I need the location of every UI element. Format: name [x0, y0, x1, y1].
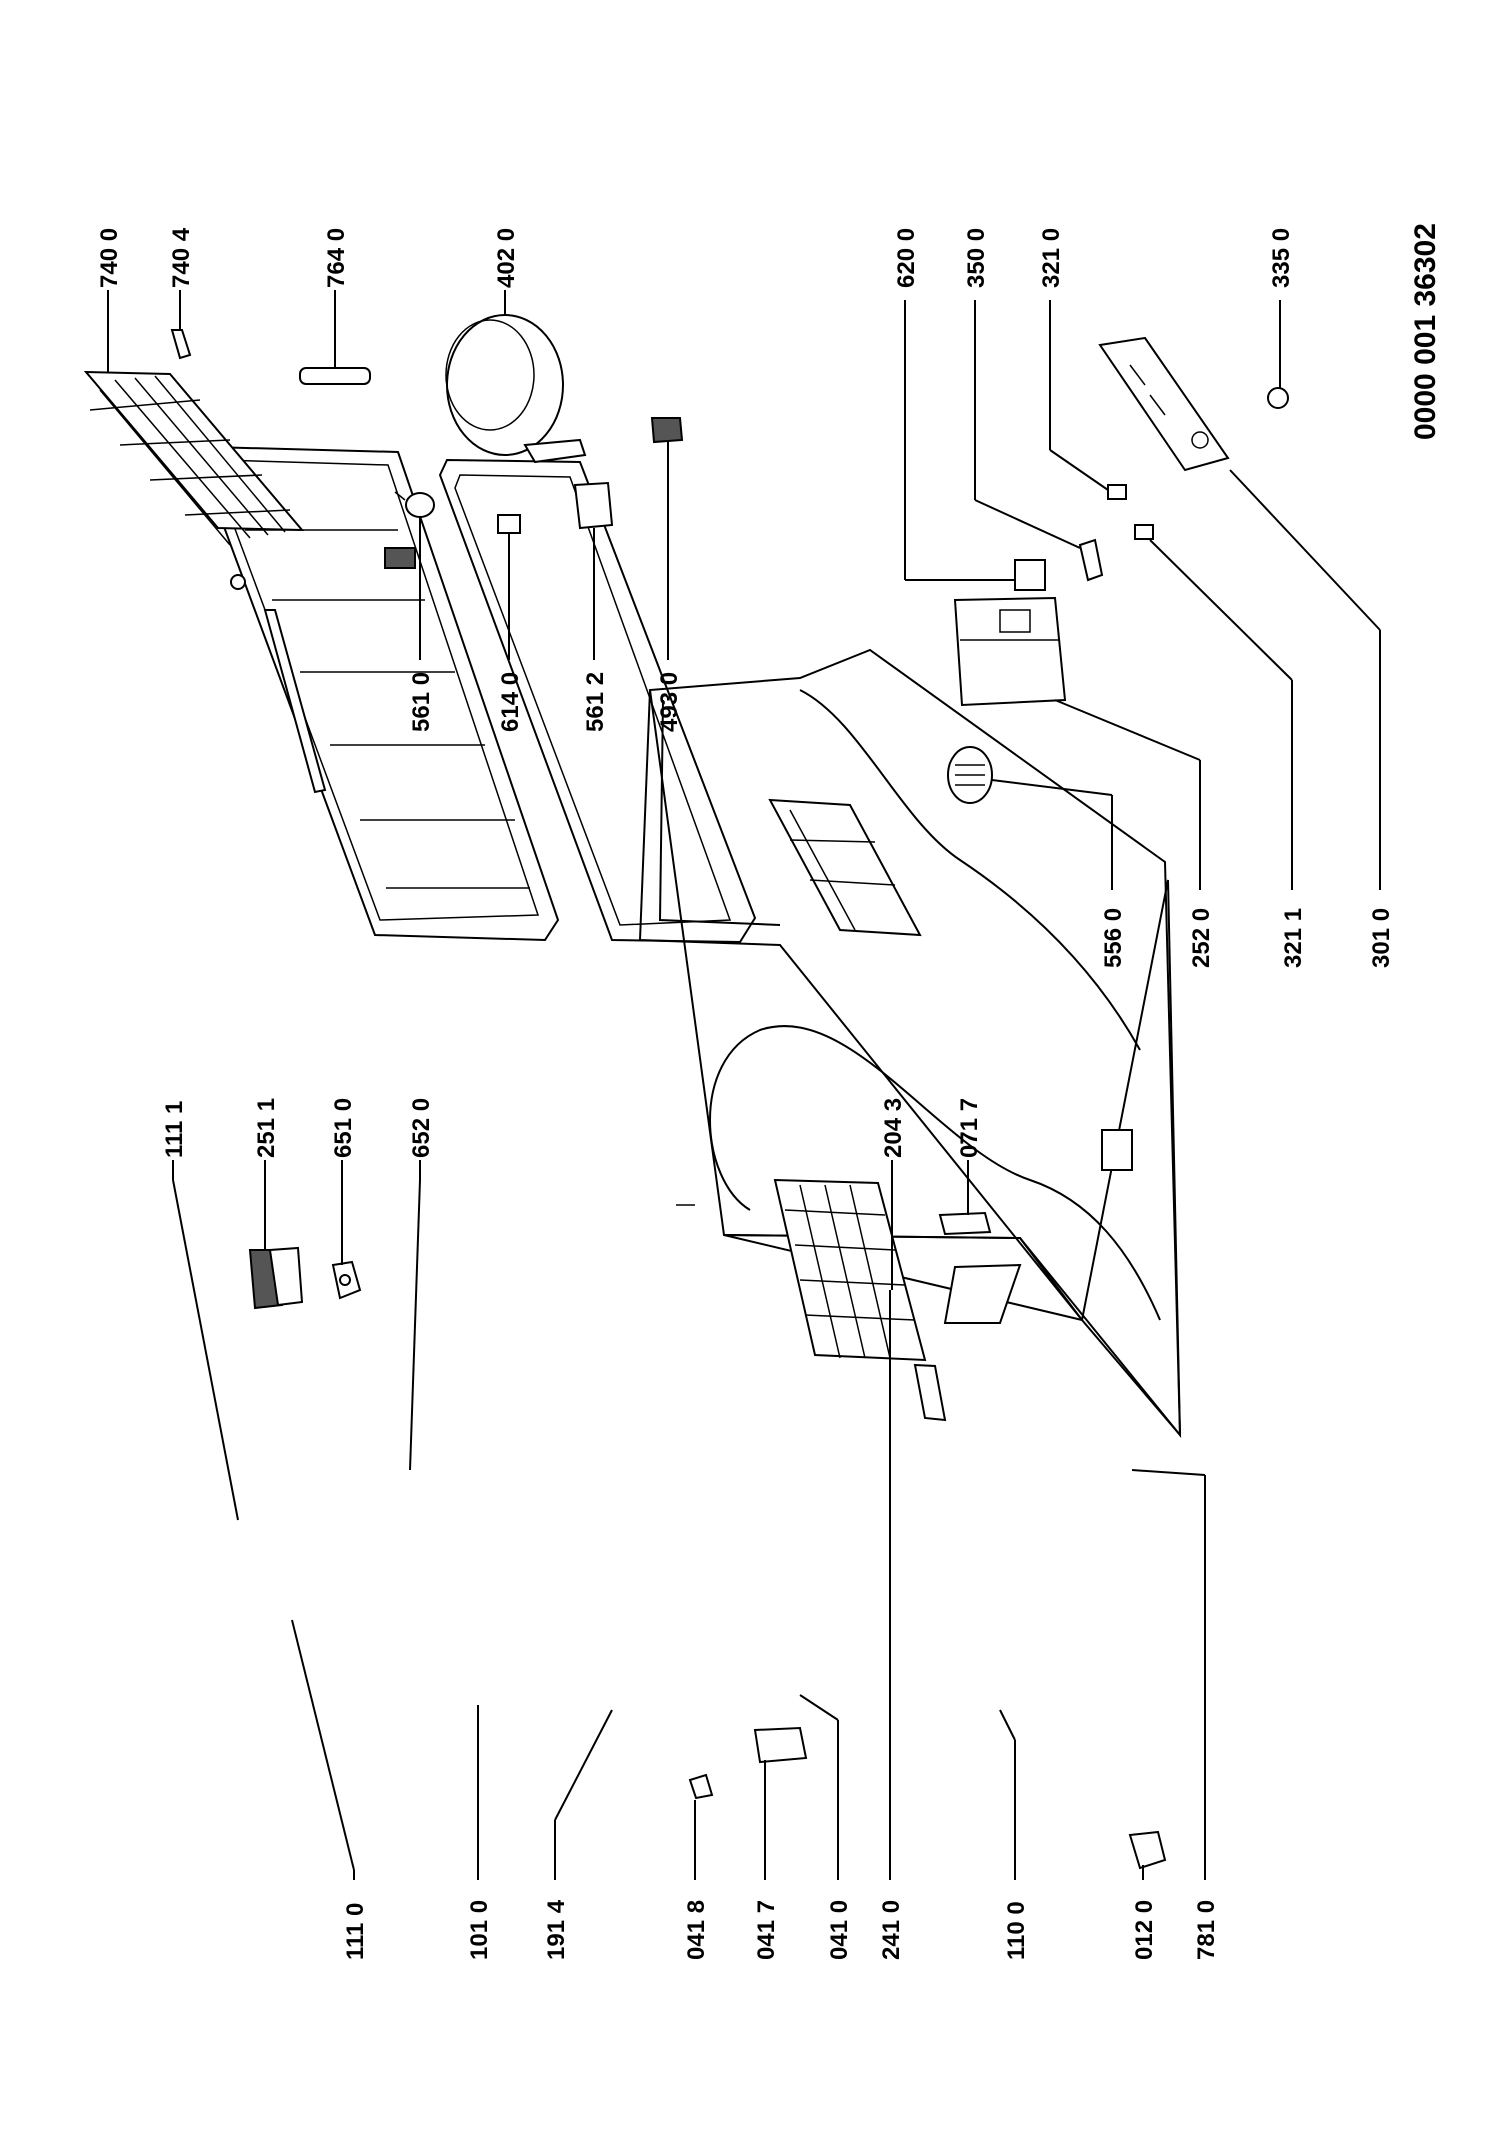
latch-cover-part-041-7 — [753, 1726, 808, 1764]
protector-part — [497, 514, 521, 534]
callout-012-0: 012 0 — [1131, 1900, 1158, 1960]
filter-drier-part — [299, 367, 371, 385]
panel-clip-part — [1267, 387, 1289, 409]
callout-764-0: 764 0 — [323, 228, 350, 288]
callout-251-1: 251 1 — [253, 1098, 280, 1158]
leader-lines — [107, 290, 1381, 1880]
gasket-frame-part — [438, 458, 757, 944]
hinge-part — [331, 1260, 362, 1300]
lid-handle-strip — [263, 609, 327, 794]
callout-252-0: 252 0 — [1188, 908, 1215, 968]
pilot-light-a-part — [1107, 484, 1127, 500]
relay-clip-part — [573, 481, 614, 530]
divider-bracket — [913, 1363, 947, 1422]
compressor-part — [445, 314, 587, 464]
grommet-part — [650, 417, 684, 444]
foot-part-012-0 — [1128, 1830, 1167, 1870]
callout-071-7: 071 7 — [956, 1098, 983, 1158]
callout-111-0: 111 0 — [342, 1903, 369, 1960]
wire-grid-part — [773, 1178, 927, 1362]
callout-561-0: 561 0 — [408, 672, 435, 732]
callout-101-0: 101 0 — [466, 1900, 493, 1960]
callout-614-0: 614 0 — [497, 672, 524, 732]
callout-204-3: 204 3 — [880, 1098, 907, 1158]
lid-part — [201, 445, 560, 942]
callout-041-0: 041 0 — [826, 1900, 853, 1960]
callout-620-0: 620 0 — [893, 228, 920, 288]
callout-493-0: 493 0 — [656, 672, 683, 732]
callout-301-0: 301 0 — [1368, 908, 1395, 968]
basket-part — [768, 798, 922, 937]
callout-350-0: 350 0 — [963, 228, 990, 288]
document-number: 0000 001 36302 — [1409, 223, 1442, 440]
callout-740-0: 740 0 — [96, 228, 123, 288]
callout-651-0: 651 0 — [330, 1098, 357, 1158]
callout-111-1: 111 1 — [161, 1101, 188, 1158]
condenser-bracket-part — [170, 329, 192, 360]
callout-781-0: 781 0 — [1193, 1900, 1220, 1960]
callout-041-7: 041 7 — [753, 1900, 780, 1960]
hinge-cover-part — [248, 1246, 304, 1310]
callout-561-2: 561 2 — [582, 672, 609, 732]
callout-041-8: 041 8 — [683, 1900, 710, 1960]
badge-part-071-7 — [938, 1211, 992, 1236]
callout-402-0: 402 0 — [493, 228, 520, 288]
callout-556-0: 556 0 — [1100, 908, 1127, 968]
control-panel-part — [1098, 336, 1230, 472]
callout-740-4: 740 4 — [168, 227, 195, 288]
indicator-lamp-part — [1078, 538, 1104, 582]
callout-321-0: 321 0 — [1038, 228, 1065, 288]
cabinet-body — [638, 648, 1182, 1438]
callout-labels: 111 1 251 1 651 0 652 0 204 3 071 7 111 … — [96, 223, 1442, 1960]
callout-110-0: 110 0 — [1003, 1901, 1030, 1960]
condenser-part — [83, 370, 305, 546]
callout-191-4: 191 4 — [543, 1899, 570, 1960]
callout-321-1: 321 1 — [1280, 908, 1307, 968]
pilot-light-b-part — [1134, 524, 1154, 540]
callout-241-0: 241 0 — [878, 1900, 905, 1960]
callout-335-0: 335 0 — [1268, 228, 1295, 288]
callout-652-0: 652 0 — [408, 1098, 435, 1158]
lid-knob-part — [230, 574, 246, 590]
lamp-holder-part — [1014, 559, 1046, 591]
thermostat-knob-part — [947, 746, 993, 804]
thermostat-housing-part — [953, 596, 1067, 707]
latch-part-041-8 — [688, 1773, 714, 1800]
